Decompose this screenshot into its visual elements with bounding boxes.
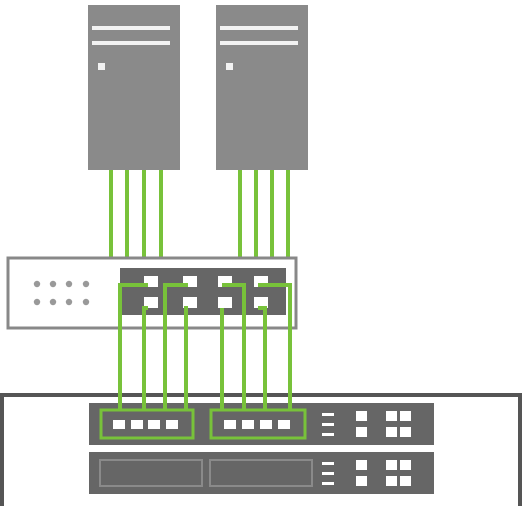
ethernet-port-icon [218,276,232,287]
uplink-cable [184,306,188,410]
highlighted-port-group [209,408,307,440]
ethernet-port-icon [400,427,411,437]
status-bar [322,462,334,465]
switch-status-led [82,298,90,306]
sfp-port-icon [148,420,160,429]
ethernet-port-icon [386,476,397,486]
sfp-port-icon [166,420,178,429]
empty-module-slot [209,459,313,487]
uplink-cable [163,283,188,410]
sfp-port-icon [113,420,125,429]
ethernet-port-icon [356,427,367,437]
switch-status-led [33,280,41,288]
server-power-led [226,63,233,70]
sfp-port-icon [260,420,272,429]
server-2 [216,5,308,170]
ethernet-port-icon [386,411,397,421]
sfp-port-icon [278,420,290,429]
highlighted-port-group [99,408,195,440]
server-drive-bay [220,26,298,30]
uplink-cable [142,306,148,410]
ethernet-port-icon [254,276,268,287]
uplink-cable [258,283,292,410]
ethernet-port-icon [144,276,158,287]
status-bar [322,482,334,485]
status-bar [322,413,334,416]
ethernet-port-icon [386,427,397,437]
ethernet-port-icon [183,276,197,287]
server-tower-icon [88,5,180,170]
ethernet-port-icon [183,297,197,308]
ethernet-port-icon [254,297,268,308]
switch-status-led [82,280,90,288]
sfp-port-icon [242,420,254,429]
switch-status-led [49,298,57,306]
access-switch [6,256,298,330]
ethernet-port-icon [400,460,411,470]
card-status-ports [322,460,411,486]
line-card-lower [89,452,434,494]
switch-status-led [65,280,73,288]
chassis-frame [0,393,522,506]
card-status-ports [322,411,411,437]
server-1 [88,5,180,170]
uplink-cables-front [118,283,292,410]
server-tower-icon [216,5,308,170]
ethernet-port-icon [356,460,367,470]
ethernet-port-icon [400,476,411,486]
server-drive-bay [92,26,170,30]
ethernet-port-icon [144,297,158,308]
server-drive-bay [220,41,298,45]
uplink-cable [118,283,148,410]
ethernet-port-icon [400,411,411,421]
ethernet-port-icon [386,460,397,470]
ethernet-port-icon [218,297,232,308]
server-cables [109,170,290,258]
switch-status-led [65,298,73,306]
ethernet-port-icon [356,411,367,421]
status-bar [322,433,334,436]
server-drive-bay [92,41,170,45]
uplink-cable [258,306,267,410]
core-switch-chassis [0,393,522,506]
ethernet-port-icon [356,476,367,486]
status-bar [322,423,334,426]
server-power-led [98,63,105,70]
empty-module-slot [99,459,203,487]
status-bar [322,472,334,475]
sfp-port-icon [224,420,236,429]
uplink-cable [222,283,246,410]
switch-status-led [33,298,41,306]
sfp-port-icon [131,420,143,429]
switch-status-led [49,280,57,288]
